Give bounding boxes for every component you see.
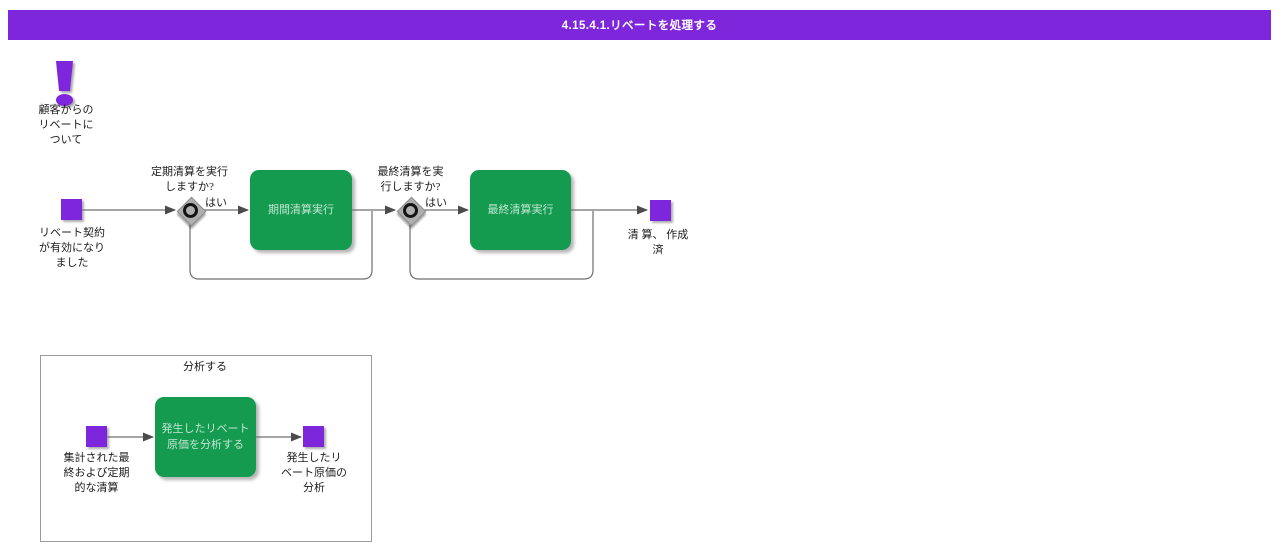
diagram-title: 4.15.4.1.リベートを処理する — [561, 20, 718, 32]
gateway-periodic-settlement[interactable] — [176, 196, 206, 226]
analysis-start-event-label: 集計された最 終および定期 的な清算 — [63, 452, 130, 494]
gateway1-yes-label: はい — [205, 197, 227, 209]
end-event-settlement-created[interactable] — [650, 200, 671, 221]
analysis-end-event[interactable] — [303, 426, 324, 447]
edge-gateway1-bypass — [189, 211, 373, 280]
gateway2-yes-label: はい — [425, 197, 447, 209]
end-event-label: 清 算、 作成 済 — [627, 229, 689, 256]
exclamation-bar — [56, 61, 73, 91]
diagram-title-bar: 4.15.4.1.リベートを処理する — [8, 10, 1271, 40]
exclamation-dot — [56, 94, 73, 106]
edge-gateway2-bypass — [409, 211, 594, 280]
analysis-section-title: 分析する — [183, 361, 227, 373]
start-event-label: リベート契約 が有効になり ました — [39, 227, 105, 269]
note-label: 顧客からの リベートに ついて — [38, 104, 94, 146]
gateway-circle-icon — [182, 202, 198, 218]
gateway1-question-label: 定期清算を実行 しますか? — [151, 166, 228, 193]
analysis-end-event-label: 発生したリ ベート原価の 分析 — [281, 452, 347, 494]
task-periodic-settlement-label: 期間清算実行 — [268, 204, 334, 216]
task-periodic-settlement[interactable]: 期間清算実行 — [250, 170, 352, 250]
start-event-rebate-contract[interactable] — [61, 199, 82, 220]
task-analyze-rebate-costs-label: 発生したリベート 原価を分析する — [161, 423, 250, 451]
task-final-settlement[interactable]: 最終清算実行 — [470, 170, 571, 250]
task-final-settlement-label: 最終清算実行 — [487, 204, 554, 216]
gateway-circle-icon — [402, 202, 418, 218]
analysis-start-event[interactable] — [86, 426, 107, 447]
gateway2-question-label: 最終清算を実 行しますか? — [377, 166, 444, 193]
task-analyze-rebate-costs[interactable]: 発生したリベート 原価を分析する — [155, 397, 256, 477]
gateway-final-settlement[interactable] — [396, 196, 426, 226]
